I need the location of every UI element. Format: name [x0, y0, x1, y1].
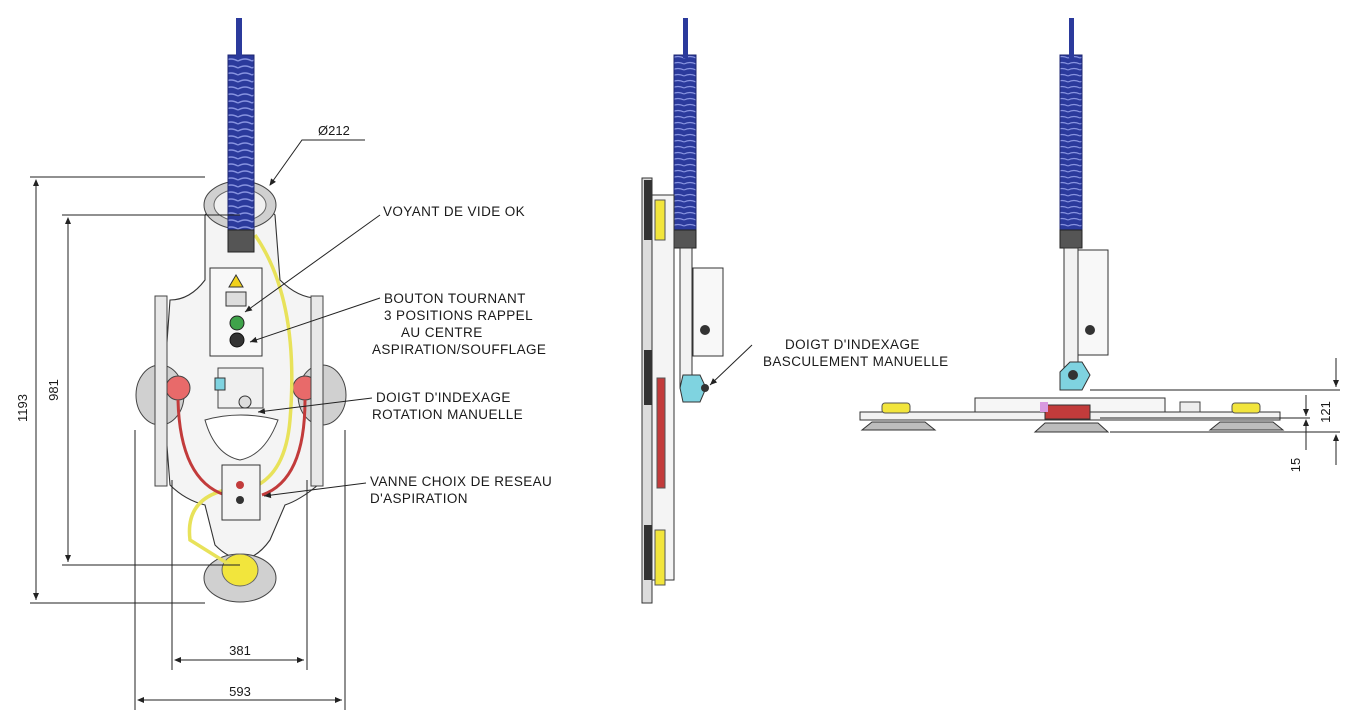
pad-left — [881, 402, 911, 414]
dim-15: 15 — [1288, 458, 1303, 472]
dim-height-total: 1193 — [15, 394, 30, 422]
hose-blue-top — [1059, 54, 1083, 236]
hose-yellow — [244, 234, 294, 492]
callout-vacuum-indicator: VOYANT DE VIDE OK — [383, 204, 525, 219]
callout-tilt-pin-1: DOIGT D'INDEXAGE — [785, 337, 920, 352]
top-view: 121 15 — [859, 18, 1340, 472]
side-view: DOIGT D'INDEXAGE BASCULEMENT MANUELLE — [641, 18, 949, 604]
hose-blue-front — [227, 54, 255, 236]
dim-width-inner: 381 — [229, 643, 251, 658]
callout-rotation-pin-1: DOIGT D'INDEXAGE — [376, 390, 511, 405]
callout-rotary-button-4: ASPIRATION/SOUFFLAGE — [372, 342, 546, 357]
rotary-knob — [229, 332, 245, 348]
callout-tilt-pin-2: BASCULEMENT MANUELLE — [763, 354, 949, 369]
callout-rotary-button-2: 3 POSITIONS RAPPEL — [384, 308, 533, 323]
hose-red — [176, 399, 226, 497]
dim-width-total: 593 — [229, 684, 251, 699]
pin-cyan-side — [679, 374, 707, 403]
dim-121: 121 — [1318, 401, 1333, 423]
valve-box — [221, 464, 261, 521]
front-view: 1193 981 381 593 Ø212 VOYANT DE VIDE OK … — [15, 18, 552, 710]
indicator-green — [229, 315, 245, 331]
rail-right — [310, 295, 324, 487]
hose-blue-side — [673, 54, 697, 236]
callout-rotary-button-1: BOUTON TOURNANT — [384, 291, 526, 306]
callout-rotation-pin-2: ROTATION MANUELLE — [372, 407, 523, 422]
callout-rotary-button-3: AU CENTRE — [401, 325, 483, 340]
pad-right — [1231, 402, 1261, 414]
pin-cyan-front — [214, 377, 226, 391]
dim-height-inner: 981 — [46, 379, 61, 401]
callout-valve-2: D'ASPIRATION — [370, 491, 468, 506]
callout-valve-1: VANNE CHOIX DE RESEAU — [370, 474, 552, 489]
rail-left — [154, 295, 168, 487]
dim-diameter: Ø212 — [318, 123, 350, 138]
